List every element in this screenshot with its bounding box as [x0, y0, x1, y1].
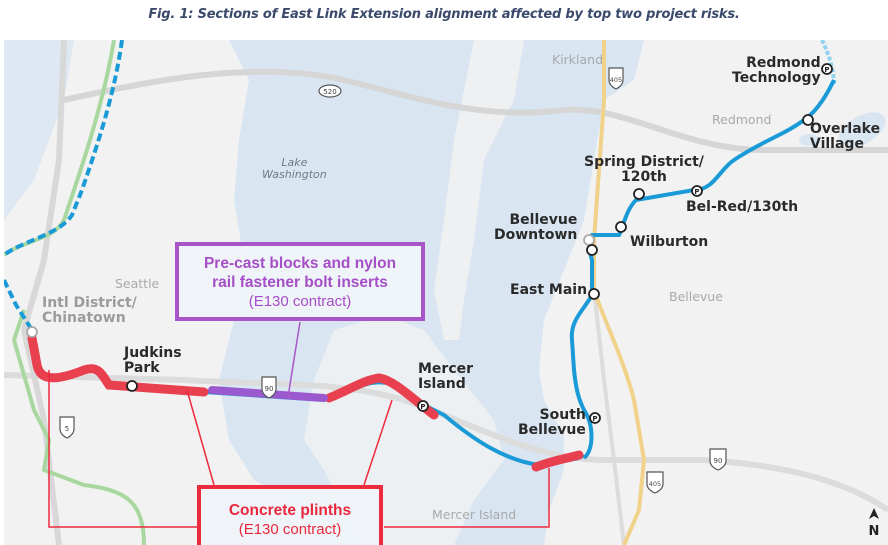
park-ride-icon: P	[824, 66, 829, 74]
city-label-kirkland: Kirkland	[552, 52, 604, 67]
road-east	[592, 289, 626, 545]
station-wilburton: Wilburton	[630, 234, 709, 250]
station-bellevue-downtown: Bellevue Downtown	[494, 212, 578, 243]
plinths-leader-lines	[48, 370, 550, 528]
park-ride-icon: P	[592, 415, 597, 423]
callout-precast-blocks: Pre-cast blocks and nylon rail fastener …	[175, 242, 425, 321]
risk-plinths-segment-2	[324, 373, 439, 420]
shield-i90-east: 90	[709, 448, 727, 471]
road-i90	[4, 372, 888, 513]
city-label-redmond: Redmond	[712, 112, 772, 127]
park-ride-icon: P	[694, 188, 699, 196]
svg-text:405: 405	[649, 480, 661, 488]
svg-text:90: 90	[714, 457, 723, 465]
shield-i405-north: 405	[608, 67, 624, 90]
road-sr520	[63, 68, 888, 153]
shield-i5: 5	[59, 416, 75, 439]
north-arrow-label: N	[868, 524, 880, 539]
callout-precast-title-line2: rail fastener bolt inserts	[212, 274, 388, 291]
station-mercer-island: Mercer Island	[418, 361, 474, 392]
svg-text:90: 90	[265, 385, 274, 393]
road-i405	[592, 40, 647, 545]
city-label-seattle: Seattle	[115, 276, 160, 291]
station-redmond-technology: Redmond Technology	[732, 55, 821, 86]
city-label-bellevue: Bellevue	[669, 289, 723, 304]
callout-precast-title-line1: Pre-cast blocks and nylon	[203, 255, 397, 272]
callout-concrete-plinths: Concrete plinths (E130 contract)	[197, 485, 383, 545]
station-south-bellevue: South Bellevue	[518, 407, 586, 438]
shield-i405-south: 405	[646, 471, 664, 494]
station-east-main: East Main	[510, 282, 588, 298]
lake-washington-text: Lake Washington	[262, 156, 327, 181]
precast-leader-line	[287, 321, 301, 398]
road-i5	[20, 40, 67, 545]
north-arrow-icon	[869, 508, 879, 519]
existing-line-north	[4, 40, 124, 257]
svg-text:5: 5	[65, 425, 69, 433]
station-bel-red: Bel-Red/130th	[686, 199, 799, 215]
station-judkins-park: Judkins Park	[124, 345, 182, 376]
risk-plinths-segment-1	[27, 333, 209, 397]
station-overlake-village: Overlake Village	[810, 121, 881, 152]
park-ride-icon: P	[420, 403, 425, 411]
station-markers	[26, 63, 833, 424]
risk-plinths-segment-3	[531, 450, 584, 472]
line-north-tail	[820, 40, 836, 86]
map-base-layer: P P P P 520 405 90 5 90 405	[4, 40, 888, 545]
lake-washington-label: Lake Washington	[262, 157, 327, 180]
shield-i90-bridge: 90	[261, 376, 277, 399]
svg-text:405: 405	[610, 76, 622, 84]
station-spring-district: Spring District/ 120th	[584, 154, 704, 185]
figure-caption: Fig. 1: Sections of East Link Extension …	[148, 7, 740, 22]
callout-plinths-title: Concrete plinths	[228, 502, 352, 519]
existing-line-west	[4, 279, 34, 332]
callout-plinths-subtitle: (E130 contract)	[238, 521, 342, 538]
north-arrow: N	[868, 508, 880, 539]
city-label-mercer-island: Mercer Island	[432, 507, 517, 522]
station-intl-district: Intl District/ Chinatown	[42, 295, 137, 326]
map-canvas: P P P P 520 405 90 5 90 405	[4, 40, 888, 545]
shield-sr520: 520	[318, 84, 342, 98]
callout-precast-subtitle: (E130 contract)	[248, 293, 352, 310]
svg-text:520: 520	[323, 88, 336, 96]
